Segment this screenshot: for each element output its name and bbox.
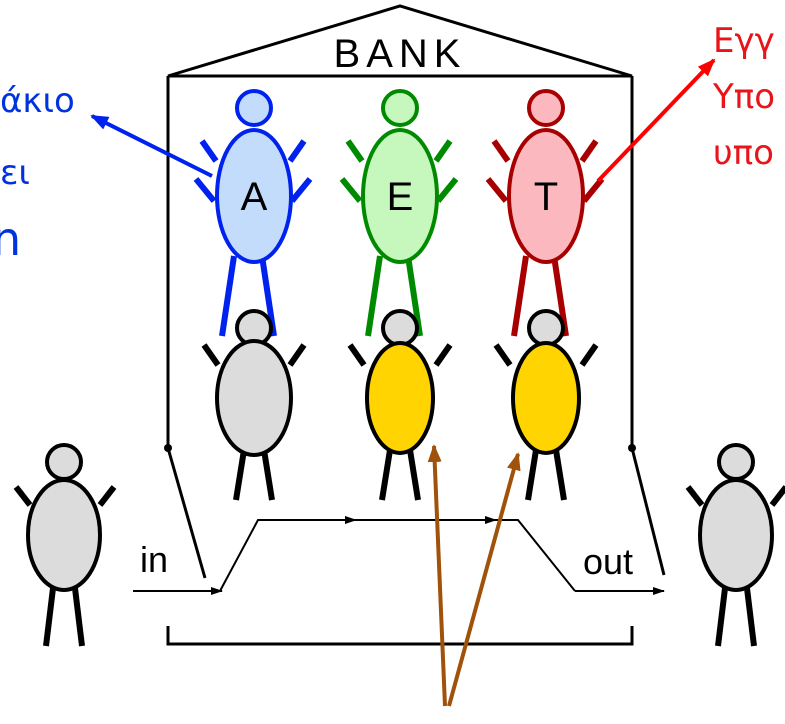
customer-left-head — [45, 443, 83, 481]
flow-line — [219, 519, 576, 592]
thread-a-body — [215, 128, 293, 264]
bank-title: BANK — [334, 32, 467, 76]
blue-annotation-arrow — [90, 114, 213, 178]
customer-yellow-1-body — [365, 341, 435, 455]
right-annotation-line-2: Υπο — [712, 77, 775, 117]
thread-e-figure — [339, 89, 459, 337]
brown-arrow-2 — [447, 452, 521, 707]
thread-a-head — [235, 89, 273, 127]
brown-arrow-1 — [427, 444, 447, 707]
thread-e-head — [381, 89, 419, 127]
red-annotation-arrow — [596, 58, 716, 183]
out-label: out — [583, 541, 633, 582]
in-label: in — [140, 539, 168, 580]
bank-floor — [166, 626, 634, 646]
flow-path — [133, 516, 665, 595]
customer-yellow-1 — [347, 309, 453, 501]
out-door — [630, 447, 666, 576]
customer-gray-body — [215, 339, 293, 457]
customer-yellow-2 — [493, 309, 599, 501]
thread-t-label: T — [534, 175, 558, 219]
customer-leaving-right — [685, 443, 785, 647]
thread-a-figure — [193, 89, 313, 337]
right-annotation-line-3: υπο — [713, 133, 774, 173]
thread-a-label: A — [241, 175, 268, 219]
customer-waiting-left — [13, 443, 117, 647]
customer-gray-inside — [201, 309, 307, 501]
right-annotation-line-1: Εγγ — [713, 21, 775, 61]
left-annotation-line-2: ει — [0, 153, 30, 193]
customer-right-head — [717, 443, 755, 481]
customer-right-body — [698, 478, 774, 592]
thread-e-body — [361, 128, 439, 264]
bank-building — [164, 4, 666, 646]
customer-yellow-1-head — [381, 309, 419, 347]
left-annotation-line-1: άκιο — [0, 81, 75, 121]
thread-t-body — [507, 128, 585, 264]
customer-yellow-2-head — [527, 309, 565, 347]
bank-roof — [167, 4, 633, 78]
thread-t-figure — [485, 89, 605, 337]
in-door — [166, 447, 207, 579]
customer-yellow-2-body — [511, 341, 581, 455]
thread-t-head — [527, 89, 565, 127]
left-annotation-line-3: n — [0, 212, 21, 266]
customer-left-body — [26, 478, 102, 592]
thread-e-label: E — [387, 175, 414, 219]
